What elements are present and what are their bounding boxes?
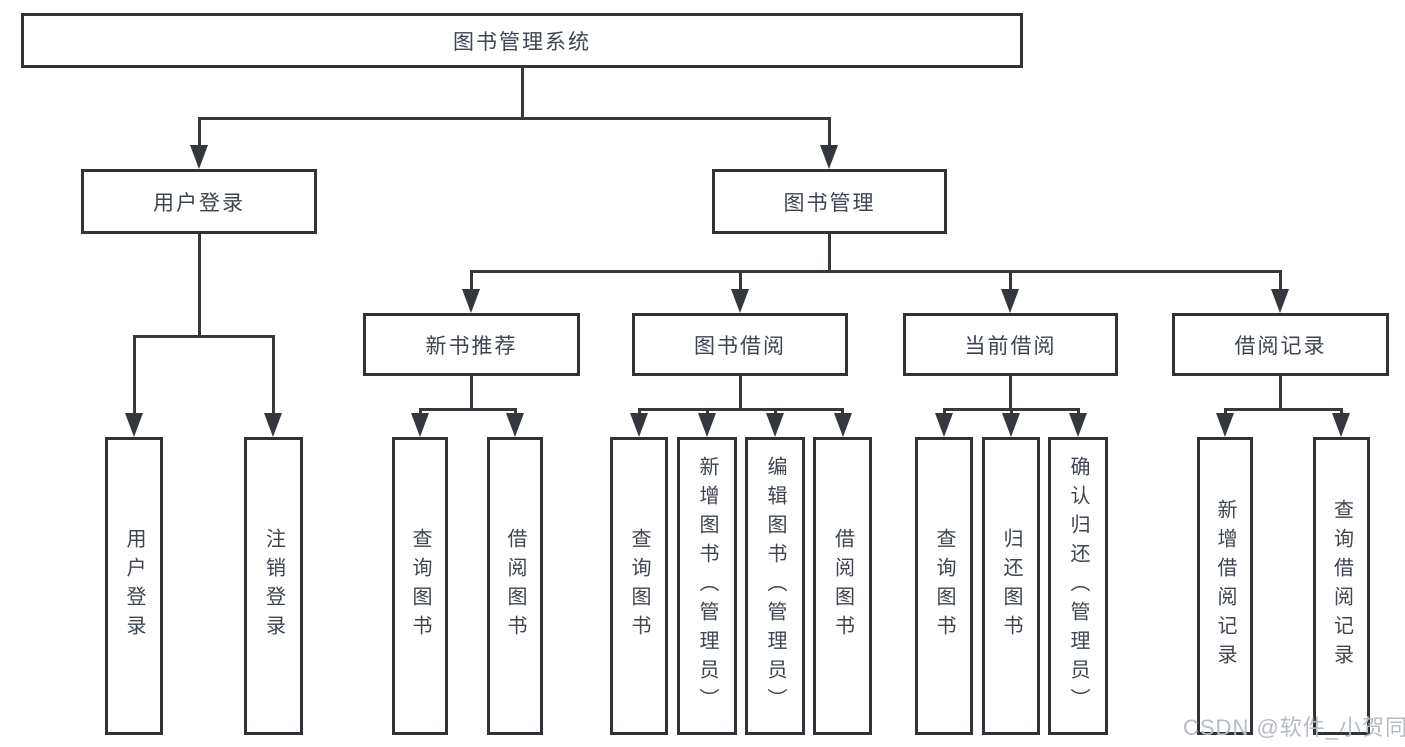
node-book-management: 图书管理 [712,169,947,234]
leaf-borrow-books-recommend: 借阅图书 [487,437,543,735]
leaf-query-borrow-record-label: 查询借阅记录 [1330,499,1353,673]
arrow-down-icon [731,289,749,313]
arrow-down-icon [190,145,208,169]
leaf-query-books-current: 查询图书 [915,437,973,735]
leaf-confirm-return-admin: 确认归还（管理员） [1048,437,1108,735]
leaf-edit-book-admin-label: 编辑图书（管理员） [764,455,786,717]
arrow-down-icon [264,413,282,437]
node-user-login-label: 用户登录 [153,191,245,215]
leaf-logout-label: 注销登录 [262,528,285,644]
leaf-query-books-borrow: 查询图书 [610,437,668,735]
connector-borrow-drop-4 [841,408,844,413]
leaf-add-book-admin-label: 新增图书（管理员） [696,455,718,717]
connector-userlogin-bar [134,335,274,338]
connector-borrow-bar [639,408,843,411]
leaf-query-books-recommend: 查询图书 [392,437,448,735]
leaf-query-books-recommend-label: 查询图书 [409,528,431,644]
connector-record-bar [1225,408,1342,411]
leaf-borrow-books-borrow: 借阅图书 [813,437,872,735]
connector-userlogin-drop-1 [133,335,136,413]
connector-bookmgmt-drop-2 [739,270,742,289]
connector-root-drop-left [198,117,201,145]
node-book-borrow: 图书借阅 [632,313,848,376]
connector-bookmgmt-bar [471,270,1281,273]
arrow-down-icon [1001,289,1019,313]
connector-current-stem [1009,376,1012,408]
connector-recommend-drop-1 [419,408,422,413]
watermark: CSDN @软件_小贺同学 [1183,715,1405,740]
connector-record-stem [1279,376,1282,408]
connector-current-drop-3 [1077,408,1080,413]
leaf-query-borrow-record: 查询借阅记录 [1313,437,1370,735]
connector-current-drop-1 [943,408,946,413]
connector-bookmgmt-drop-1 [470,270,473,289]
node-borrow-record: 借阅记录 [1172,313,1389,376]
node-user-login: 用户登录 [81,169,317,234]
arrow-down-icon [766,413,784,437]
arrow-down-icon [1271,289,1289,313]
leaf-return-book-label: 归还图书 [1000,528,1022,644]
connector-userlogin-stem [198,234,201,335]
connector-borrow-drop-2 [706,408,709,413]
connector-root-stem [521,68,524,117]
leaf-user-login: 用户登录 [105,437,163,735]
connector-userlogin-drop-2 [272,335,275,413]
leaf-add-book-admin: 新增图书（管理员） [677,437,737,735]
arrow-down-icon [834,413,852,437]
arrow-down-icon [935,413,953,437]
connector-borrow-drop-1 [638,408,641,413]
leaf-logout: 注销登录 [244,437,303,735]
arrow-down-icon [1069,413,1087,437]
node-book-borrow-label: 图书借阅 [694,334,786,358]
leaf-query-books-borrow-label: 查询图书 [628,528,650,644]
connector-root-drop-right [828,117,831,145]
arrow-down-icon [125,413,143,437]
arrow-down-icon [411,413,429,437]
connector-bookmgmt-drop-4 [1279,270,1282,289]
leaf-add-borrow-record: 新增借阅记录 [1197,437,1253,735]
leaf-add-borrow-record-label: 新增借阅记录 [1214,499,1236,673]
leaf-borrow-books-borrow-label: 借阅图书 [831,528,854,644]
connector-current-drop-2 [1010,408,1013,413]
node-new-book-recommend: 新书推荐 [363,313,580,376]
arrow-down-icon [1332,413,1350,437]
node-current-borrow-label: 当前借阅 [964,334,1057,358]
leaf-confirm-return-admin-label: 确认归还（管理员） [1067,455,1089,717]
connector-recommend-stem [470,376,473,408]
connector-bookmgmt-stem [828,234,831,270]
leaf-borrow-books-recommend-label: 借阅图书 [504,528,526,644]
leaf-return-book: 归还图书 [982,437,1040,735]
connector-root-bar [198,117,831,120]
connector-record-drop-1 [1224,408,1227,413]
arrow-down-icon [630,413,648,437]
connector-bookmgmt-drop-3 [1009,270,1012,289]
node-root-label: 图书管理系统 [453,30,591,54]
arrow-down-icon [698,413,716,437]
node-current-borrow: 当前借阅 [903,313,1118,376]
connector-record-drop-2 [1340,408,1343,413]
node-root: 图书管理系统 [21,13,1023,68]
leaf-query-books-current-label: 查询图书 [933,528,955,644]
arrow-down-icon [506,413,524,437]
leaf-user-login-label: 用户登录 [123,528,145,644]
arrow-down-icon [462,289,480,313]
arrow-down-icon [1002,413,1020,437]
connector-borrow-stem [739,376,742,408]
node-borrow-record-label: 借阅记录 [1234,334,1327,358]
node-book-management-label: 图书管理 [783,191,876,215]
leaf-edit-book-admin: 编辑图书（管理员） [745,437,805,735]
connector-recommend-bar [420,408,516,411]
connector-recommend-drop-2 [514,408,517,413]
arrow-down-icon [1216,413,1234,437]
arrow-down-icon [820,145,838,169]
node-new-book-recommend-label: 新书推荐 [425,334,518,358]
connector-borrow-drop-3 [774,408,777,413]
